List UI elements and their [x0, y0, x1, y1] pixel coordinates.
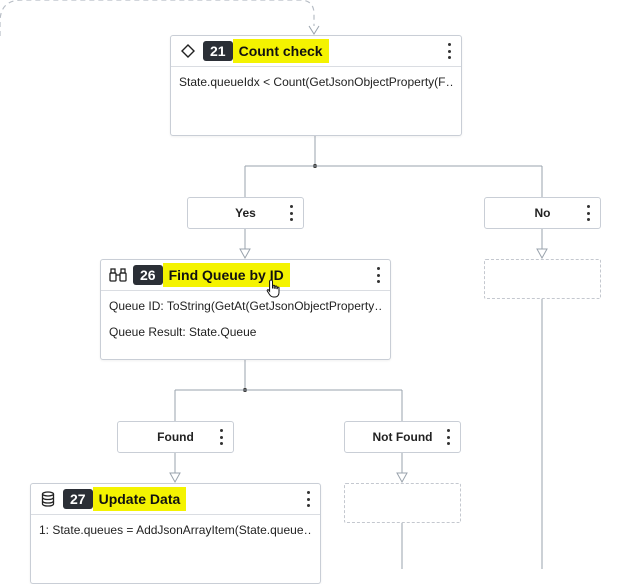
find-queue-header[interactable]: 26 Find Queue by ID	[101, 260, 390, 291]
branch-label: Yes	[235, 206, 256, 220]
kebab-menu-icon[interactable]	[586, 205, 590, 221]
branch-label: No	[534, 206, 551, 220]
diamond-icon	[179, 42, 197, 60]
node-title: Count check	[232, 39, 329, 63]
database-icon	[39, 490, 57, 508]
update-data-body: 1: State.queues = AddJsonArrayItem(State…	[31, 515, 320, 557]
count-check-body: State.queueIdx < Count(GetJsonObjectProp…	[171, 67, 461, 109]
node-number-badge: 21	[203, 41, 233, 61]
node-property-line: Queue Result: State.Queue	[109, 325, 257, 339]
kebab-menu-icon[interactable]	[446, 429, 450, 445]
hand-cursor-icon	[266, 279, 282, 304]
kebab-menu-icon[interactable]	[376, 267, 380, 283]
kebab-menu-icon[interactable]	[219, 429, 223, 445]
count-check-header[interactable]: 21 Count check	[171, 36, 461, 67]
kebab-menu-icon[interactable]	[447, 43, 451, 59]
branch-found[interactable]: Found	[117, 421, 234, 453]
node-property-line: State.queueIdx < Count(GetJsonObjectProp…	[179, 75, 453, 89]
node-title: Find Queue by ID	[162, 263, 290, 287]
find-queue-node[interactable]: 26 Find Queue by ID Queue ID: ToString(G…	[100, 259, 391, 360]
node-number-badge: 27	[63, 489, 93, 509]
branch-yes[interactable]: Yes	[187, 197, 304, 229]
kebab-menu-icon[interactable]	[289, 205, 293, 221]
empty-drop-placeholder[interactable]	[484, 259, 601, 299]
find-queue-body: Queue ID: ToString(GetAt(GetJsonObjectPr…	[101, 291, 390, 359]
node-number-badge: 26	[133, 265, 163, 285]
kebab-menu-icon[interactable]	[306, 491, 310, 507]
branch-label: Found	[157, 430, 194, 444]
flow-connectors	[0, 0, 548, 569]
update-data-node[interactable]: 27 Update Data 1: State.queues = AddJson…	[30, 483, 321, 584]
node-property-line: 1: State.queues = AddJsonArrayItem(State…	[39, 523, 312, 537]
node-title: Update Data	[92, 487, 187, 511]
flow-canvas: 21 Count check State.queueIdx < Count(Ge…	[0, 0, 601, 584]
binoculars-icon	[109, 266, 127, 284]
branch-not-found[interactable]: Not Found	[344, 421, 461, 453]
update-data-header[interactable]: 27 Update Data	[31, 484, 320, 515]
count-check-node[interactable]: 21 Count check State.queueIdx < Count(Ge…	[170, 35, 462, 136]
branch-label: Not Found	[372, 430, 433, 444]
branch-no[interactable]: No	[484, 197, 601, 229]
empty-drop-placeholder[interactable]	[344, 483, 461, 523]
node-property-line: Queue ID: ToString(GetAt(GetJsonObjectPr…	[109, 299, 382, 313]
